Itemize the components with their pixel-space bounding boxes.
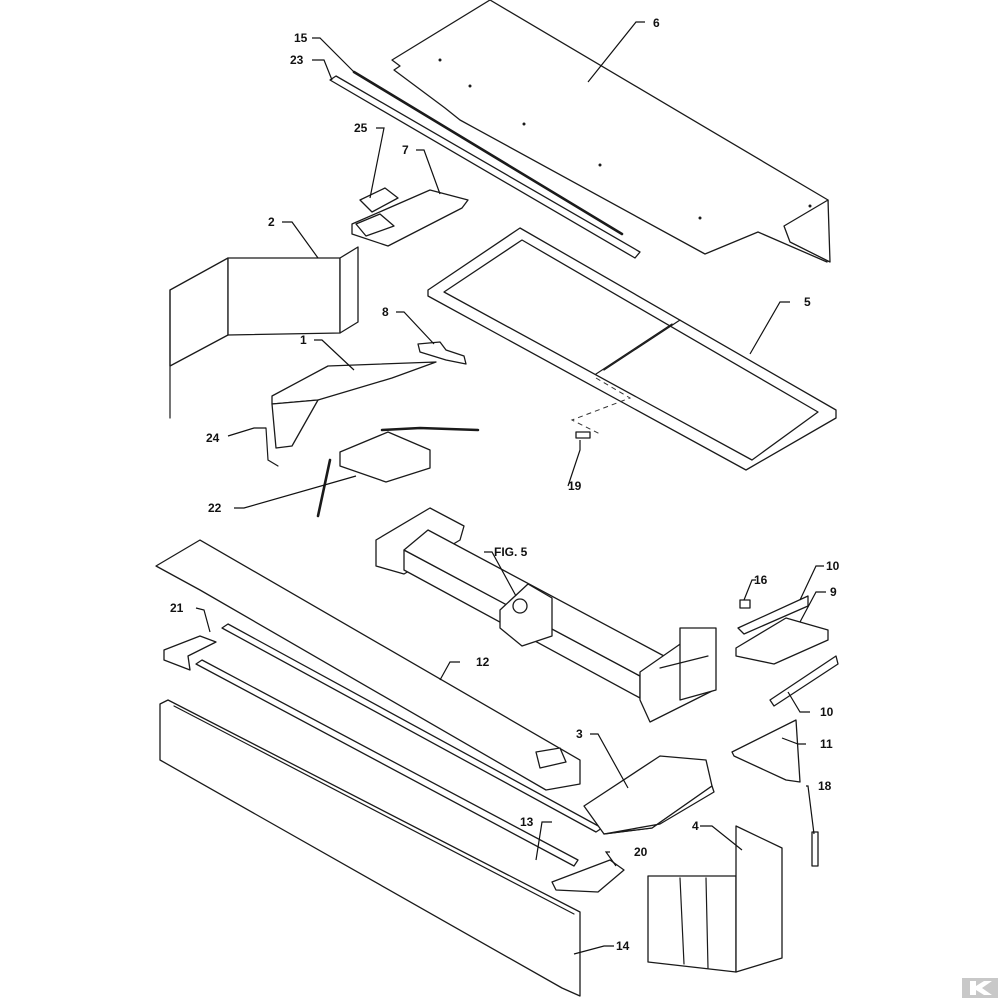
callout-16: 16 — [754, 573, 768, 587]
callout-11: 11 — [820, 737, 833, 751]
part-21-bracket — [163, 635, 217, 671]
callout-20: 20 — [634, 845, 648, 859]
part-15-rod — [352, 70, 624, 236]
part-25-plate — [359, 187, 399, 213]
callout-7: 7 — [402, 143, 409, 157]
callout-2: 2 — [268, 215, 275, 229]
callout-labels: 15 23 6 25 7 2 8 1 5 24 22 19 FIG. 5 16 … — [170, 16, 840, 953]
part-23-strip — [329, 75, 641, 259]
callout-18: 18 — [818, 779, 832, 793]
callout-25: 25 — [354, 121, 368, 135]
part-16-clip — [739, 599, 751, 609]
callout-21: 21 — [170, 601, 184, 615]
part-18-pin — [811, 831, 819, 867]
brand-logo-icon — [962, 978, 998, 998]
callout-15: 15 — [294, 31, 308, 45]
part-20-bracket — [551, 859, 625, 893]
callout-12: 12 — [476, 655, 490, 669]
part-9-plate — [735, 617, 829, 665]
callout-10-lower: 10 — [820, 705, 834, 719]
callout-22: 22 — [208, 501, 222, 515]
callout-19: 19 — [568, 479, 582, 493]
part-13-lower-strip — [195, 659, 579, 867]
part-14-panel — [159, 699, 581, 997]
callout-9: 9 — [830, 585, 837, 599]
callout-1: 1 — [300, 333, 307, 347]
callout-4: 4 — [692, 819, 699, 833]
part-11-plate — [731, 719, 801, 783]
part-1-chute — [271, 361, 437, 449]
part-3-tray — [583, 755, 715, 835]
part-19-clip — [570, 377, 632, 439]
fig-5-main-frame — [375, 507, 717, 723]
callout-6: 6 — [653, 16, 660, 30]
part-5-frame — [427, 227, 837, 471]
part-24-plate — [265, 427, 279, 467]
part-8-bracket — [417, 341, 467, 365]
callout-14: 14 — [616, 939, 630, 953]
callout-3: 3 — [576, 727, 583, 741]
part-10-lower-strip — [769, 655, 839, 707]
callout-8: 8 — [382, 305, 389, 319]
part-2-side-guard — [169, 246, 359, 419]
part-22-bracket — [316, 426, 480, 518]
leader-lines — [195, 21, 826, 955]
part-12-long-strip — [155, 539, 581, 791]
callout-24: 24 — [206, 431, 220, 445]
callout-10-upper: 10 — [826, 559, 840, 573]
part-7-bracket — [351, 189, 469, 247]
callout-5: 5 — [804, 295, 811, 309]
callout-13: 13 — [520, 815, 534, 829]
part-6-top-cover — [391, 0, 831, 263]
callout-23: 23 — [290, 53, 304, 67]
part-4-guard — [647, 825, 783, 973]
callout-fig5: FIG. 5 — [494, 545, 528, 559]
